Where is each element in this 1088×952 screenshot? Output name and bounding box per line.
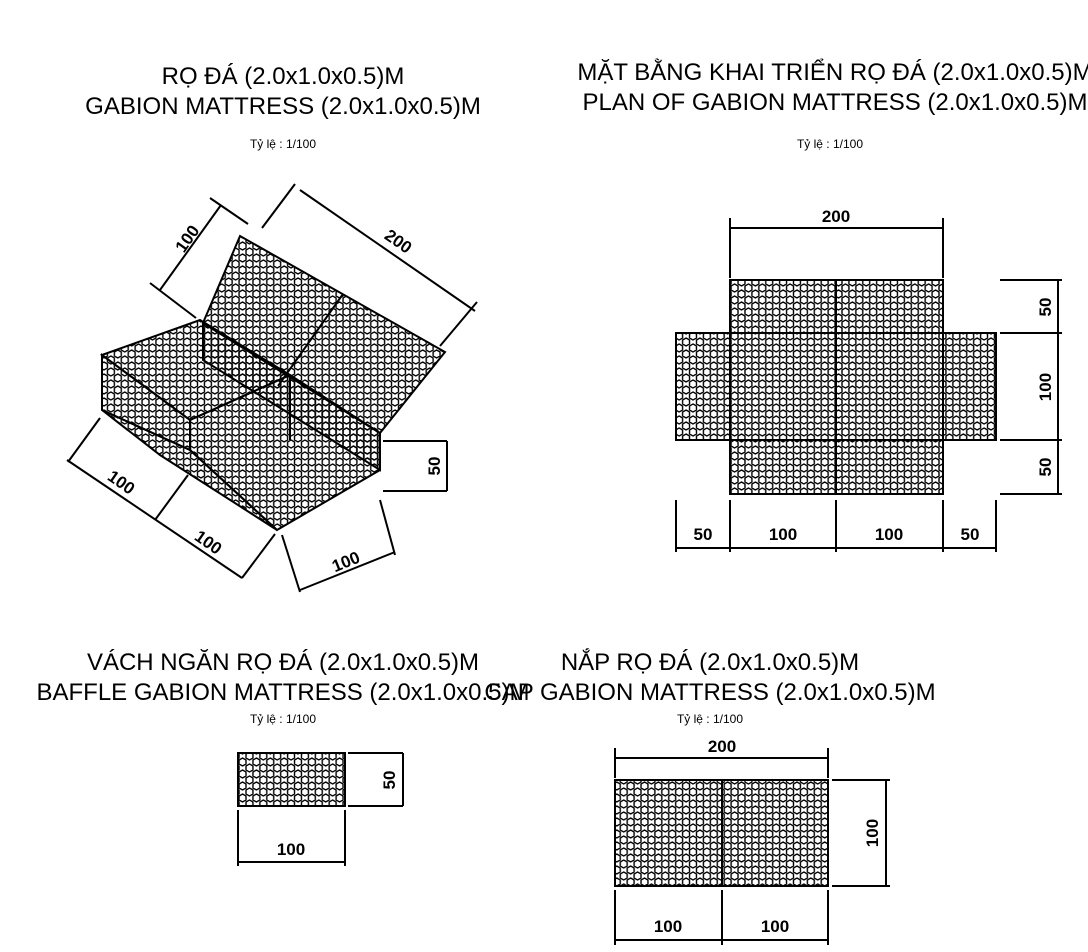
cap-title-vi: NẮP RỌ ĐÁ (2.0x1.0x0.5)M bbox=[561, 648, 859, 676]
isometric-title-en: GABION MATTRESS (2.0x1.0x0.5)M bbox=[85, 93, 481, 120]
dim-ext bbox=[261, 183, 296, 229]
dim-label-cap-top: 200 bbox=[708, 737, 736, 756]
isometric-view: RỌ ĐÁ (2.0x1.0x0.5)M GABION MATTRESS (2.… bbox=[66, 63, 481, 593]
baffle-title-en: BAFFLE GABION MATTRESS (2.0x1.0x0.5)M bbox=[36, 679, 529, 706]
dim-label-baffle-height: 50 bbox=[380, 771, 399, 790]
dim-ext bbox=[67, 417, 101, 463]
plan-view: MẶT BẰNG KHAI TRIỂN RỌ ĐÁ (2.0x1.0x0.5)M… bbox=[577, 58, 1088, 552]
dim-ext bbox=[281, 534, 301, 593]
plan-title-vi: MẶT BẰNG KHAI TRIỂN RỌ ĐÁ (2.0x1.0x0.5)M bbox=[577, 58, 1088, 86]
dim-ext bbox=[241, 533, 276, 579]
dim-ext bbox=[439, 301, 478, 347]
dim-label-plan-bottom-3: 100 bbox=[875, 525, 903, 544]
dim-ext bbox=[209, 197, 249, 225]
dim-label-plan-right-bottom: 50 bbox=[1036, 458, 1055, 477]
isometric-scale: Tỷ lệ : 1/100 bbox=[250, 137, 316, 151]
cap-title-en: CAP GABION MATTRESS (2.0x1.0x0.5)M bbox=[484, 679, 935, 706]
dim-label-cap-height: 100 bbox=[863, 819, 882, 847]
dim-label-bottom-mid: 100 bbox=[191, 527, 225, 559]
baffle-view: VÁCH NGĂN RỌ ĐÁ (2.0x1.0x0.5)M BAFFLE GA… bbox=[36, 649, 530, 866]
isometric-title-vi: RỌ ĐÁ (2.0x1.0x0.5)M bbox=[162, 63, 405, 90]
dim-line-top-width bbox=[159, 204, 222, 291]
dim-ext bbox=[154, 474, 189, 521]
dim-label-height: 50 bbox=[425, 457, 444, 476]
dim-label-plan-bottom-1: 50 bbox=[694, 525, 713, 544]
baffle-title-vi: VÁCH NGĂN RỌ ĐÁ (2.0x1.0x0.5)M bbox=[87, 649, 479, 676]
dim-label-bottom-right: 100 bbox=[329, 548, 362, 576]
dim-ext bbox=[379, 499, 396, 556]
plan-right-flap bbox=[942, 332, 997, 441]
plan-title-en: PLAN OF GABION MATTRESS (2.0x1.0x0.5)M bbox=[582, 89, 1087, 116]
isometric-lid-divider bbox=[277, 293, 344, 387]
dim-label-cap-bottom-left: 100 bbox=[654, 917, 682, 936]
dim-label-plan-right-mid: 100 bbox=[1036, 373, 1055, 401]
dim-line-top-length bbox=[299, 189, 476, 312]
dim-label-baffle-width: 100 bbox=[277, 840, 305, 859]
dim-label-plan-bottom-2: 100 bbox=[769, 525, 797, 544]
dim-label-bottom-left: 100 bbox=[104, 467, 138, 499]
dim-ext bbox=[149, 282, 197, 319]
baffle-panel bbox=[237, 752, 346, 807]
dim-label-top-width: 100 bbox=[172, 222, 204, 256]
dim-label-top-length: 200 bbox=[381, 226, 415, 258]
dim-line-bottom-right bbox=[299, 551, 396, 591]
cap-scale: Tỷ lệ : 1/100 bbox=[677, 712, 743, 726]
plan-left-flap bbox=[675, 332, 731, 441]
dim-label-plan-right-top: 50 bbox=[1036, 298, 1055, 317]
cap-view: NẮP RỌ ĐÁ (2.0x1.0x0.5)M CAP GABION MATT… bbox=[484, 648, 936, 945]
dim-label-plan-top: 200 bbox=[822, 207, 850, 226]
baffle-scale: Tỷ lệ : 1/100 bbox=[250, 712, 316, 726]
dim-label-cap-bottom-right: 100 bbox=[761, 917, 789, 936]
dim-label-plan-bottom-4: 50 bbox=[961, 525, 980, 544]
plan-scale: Tỷ lệ : 1/100 bbox=[797, 137, 863, 151]
